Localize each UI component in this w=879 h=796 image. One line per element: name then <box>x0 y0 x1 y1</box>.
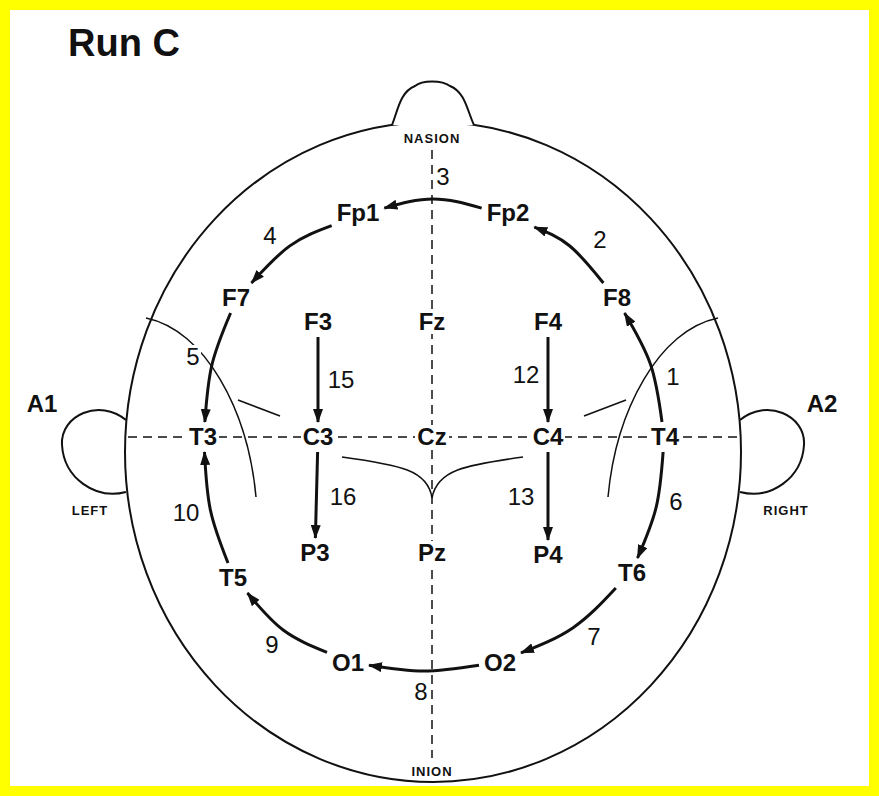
electrode-label: O2 <box>482 651 518 675</box>
channel-number: 16 <box>329 485 358 509</box>
electrode-name: P4 <box>533 543 562 567</box>
channel-number: 2 <box>592 228 607 252</box>
orientation-label: NASION <box>403 132 462 145</box>
channel-number: 10 <box>172 501 201 525</box>
head-outline <box>125 122 741 782</box>
electrode-label: F8 <box>601 286 633 310</box>
electrode-label: Pz <box>416 541 448 565</box>
electrode-name: Fp2 <box>487 201 530 225</box>
electrode-name: F3 <box>304 310 332 334</box>
electrode-name: Fz <box>419 310 446 334</box>
channel-number: 15 <box>327 368 356 392</box>
left-temporal-line <box>146 318 256 497</box>
left-ear-line <box>238 400 280 416</box>
montage-arrow <box>384 199 481 208</box>
channel-number: 3 <box>435 165 450 189</box>
electrode-name: F4 <box>534 310 562 334</box>
left-ear <box>62 410 126 494</box>
central-brace <box>342 457 523 498</box>
orientation-label: RIGHT <box>762 504 809 517</box>
channel-number: 7 <box>586 625 601 649</box>
electrode-name: Fp1 <box>337 201 380 225</box>
electrode-name: P3 <box>300 541 329 565</box>
right-ear-line <box>584 400 626 416</box>
electrode-name: C3 <box>303 425 334 449</box>
montage-arrow <box>546 337 549 422</box>
right-ear <box>740 410 804 494</box>
montage-arrow <box>625 313 662 422</box>
electrode-label: C3 <box>301 425 336 449</box>
montage-arrow <box>638 452 664 558</box>
montage-arrow <box>205 313 231 422</box>
montage-arrow <box>546 452 549 540</box>
electrode-label: A2 <box>805 392 840 416</box>
electrode-label: T4 <box>649 425 681 449</box>
montage-arrow <box>315 452 317 538</box>
electrode-label: O1 <box>330 651 366 675</box>
montage-arrow <box>205 452 228 563</box>
channel-number: 13 <box>507 485 536 509</box>
electrode-label: F3 <box>302 310 334 334</box>
electrode-name: Cz <box>417 425 446 449</box>
electrode-name: T3 <box>189 425 217 449</box>
channel-number: 12 <box>512 363 541 387</box>
electrode-label: Fz <box>417 310 448 334</box>
electrode-name: F7 <box>222 286 250 310</box>
channel-number: 4 <box>262 224 277 248</box>
title: Run C <box>68 24 180 62</box>
electrode-label: Fp2 <box>485 201 532 225</box>
montage-arrow <box>369 665 479 671</box>
electrode-name: C4 <box>533 425 564 449</box>
electrode-label: F4 <box>532 310 564 334</box>
electrode-name: A1 <box>27 392 58 416</box>
channel-number: 5 <box>185 345 200 369</box>
electrode-name: A2 <box>807 392 838 416</box>
electrode-label: F7 <box>220 286 252 310</box>
electrode-label: T3 <box>187 425 219 449</box>
orientation-label: INION <box>410 765 453 778</box>
channel-number: 6 <box>668 490 683 514</box>
nose-outline <box>392 82 474 126</box>
electrode-name: T6 <box>618 561 646 585</box>
electrode-name: Pz <box>418 541 446 565</box>
electrode-name: T5 <box>219 566 247 590</box>
electrode-label: P3 <box>298 541 331 565</box>
electrode-name: T4 <box>651 425 679 449</box>
montage-arrow <box>316 337 319 422</box>
electrode-label: T5 <box>217 566 249 590</box>
electrode-name: F8 <box>603 286 631 310</box>
electrode-name: O2 <box>484 651 516 675</box>
channel-number: 8 <box>413 680 428 704</box>
electrode-label: P4 <box>531 543 564 567</box>
orientation-label: LEFT <box>71 504 110 517</box>
electrode-label: A1 <box>25 392 60 416</box>
montage-arrow <box>247 593 327 652</box>
electrode-name: O1 <box>332 651 364 675</box>
midline-dashed <box>431 150 433 758</box>
yellow-frame <box>5 5 874 791</box>
montage-arrow <box>521 588 616 653</box>
channel-number: 1 <box>665 365 680 389</box>
electrode-label: Cz <box>415 425 448 449</box>
electrode-label: C4 <box>531 425 566 449</box>
electrode-label: Fp1 <box>335 201 382 225</box>
channel-number: 9 <box>264 633 279 657</box>
electrode-label: T6 <box>616 561 648 585</box>
